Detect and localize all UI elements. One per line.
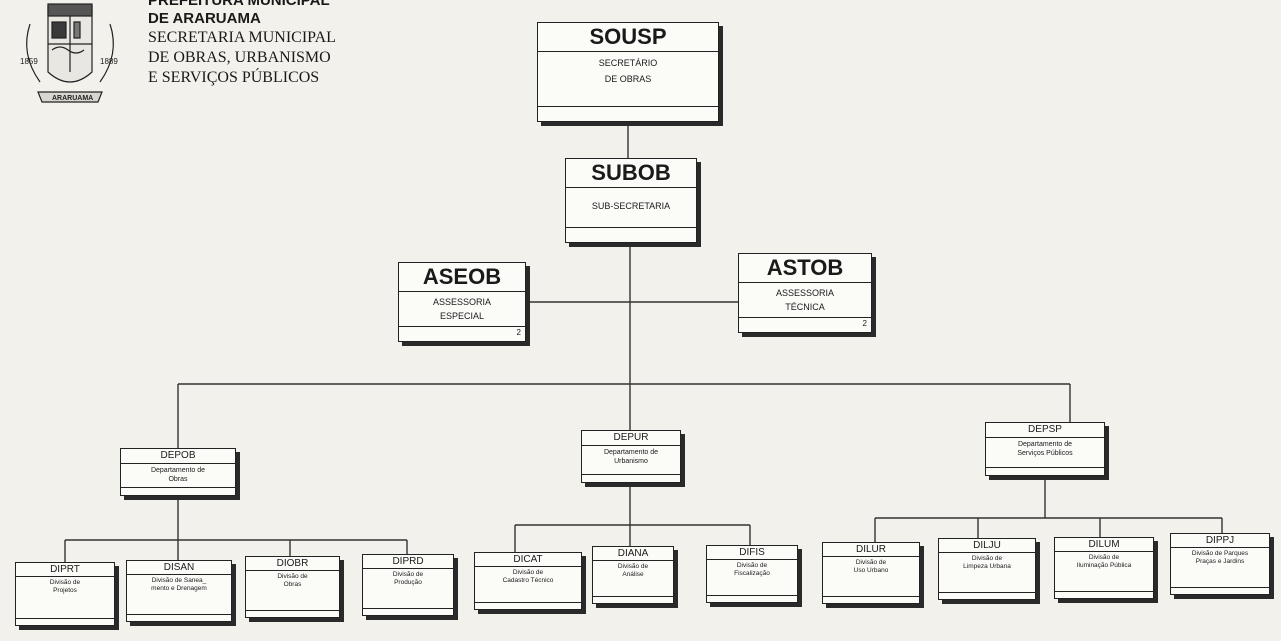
unit-code: ASEOB <box>399 263 525 292</box>
header-line-prefeitura: PREFEITURA MUNICIPAL <box>148 0 330 9</box>
unit-name: ASSESSORIA ESPECIAL <box>432 297 492 321</box>
header-line-obras-urbanismo: DE OBRAS, URBANISMO <box>148 49 331 66</box>
unit-code: DISAN <box>127 561 231 575</box>
unit-code: DEPUR <box>582 431 680 446</box>
unit-code: DEPOB <box>121 449 235 464</box>
unit-code: DIFIS <box>707 546 797 560</box>
araruama-coat-of-arms-logo: 1859 1889 ARARUAMA <box>20 3 118 103</box>
org-box-sousp: SOUSP SECRETÁRIO DE OBRAS <box>537 22 719 122</box>
unit-code: DIOBR <box>246 557 339 571</box>
unit-code: DICAT <box>475 553 581 567</box>
unit-name: ASSESSORIA TÉCNICA <box>775 288 835 312</box>
unit-code: DILUR <box>823 543 919 557</box>
seal-ribbon-text: ARARUAMA <box>52 95 93 102</box>
unit-code: DEPSP <box>986 423 1104 438</box>
header-line-servicos-publicos: E SERVIÇOS PÚBLICOS <box>148 69 320 86</box>
unit-code: SUBOB <box>566 159 696 188</box>
header-line-secretaria: SECRETARIA MUNICIPAL <box>148 29 336 46</box>
unit-name: Divisão de Sanea_mento e Drenagem <box>151 577 207 592</box>
unit-code: DILJU <box>939 539 1035 553</box>
unit-name: SUB-SECRETARIA <box>591 201 671 211</box>
header-title-block: PREFEITURA MUNICIPAL DE ARARUAMA SECRETA… <box>148 0 448 88</box>
unit-code: SOUSP <box>538 23 718 52</box>
seal-year-right: 1889 <box>100 57 118 66</box>
org-box-astob: ASTOB ASSESSORIA TÉCNICA 2 <box>738 253 872 333</box>
unit-code: DILUM <box>1055 538 1153 552</box>
unit-code: DIPPJ <box>1171 534 1269 548</box>
staff-count: 2 <box>862 319 867 328</box>
org-box-subob: SUBOB SUB-SECRETARIA <box>565 158 697 243</box>
org-box-disan: DISAN Divisão de Sanea_mento e Drenagem <box>126 560 232 622</box>
unit-code: DIANA <box>593 547 673 561</box>
seal-year-left: 1859 <box>20 57 38 66</box>
staff-count: 2 <box>516 328 521 337</box>
unit-code: DIPRD <box>363 555 453 569</box>
unit-code: ASTOB <box>739 254 871 283</box>
header-line-araruama: DE ARARUAMA <box>148 10 261 27</box>
unit-code: DIPRT <box>16 563 114 577</box>
unit-name: SECRETÁRIO DE OBRAS <box>598 58 658 84</box>
org-box-aseob: ASEOB ASSESSORIA ESPECIAL 2 <box>398 262 526 342</box>
